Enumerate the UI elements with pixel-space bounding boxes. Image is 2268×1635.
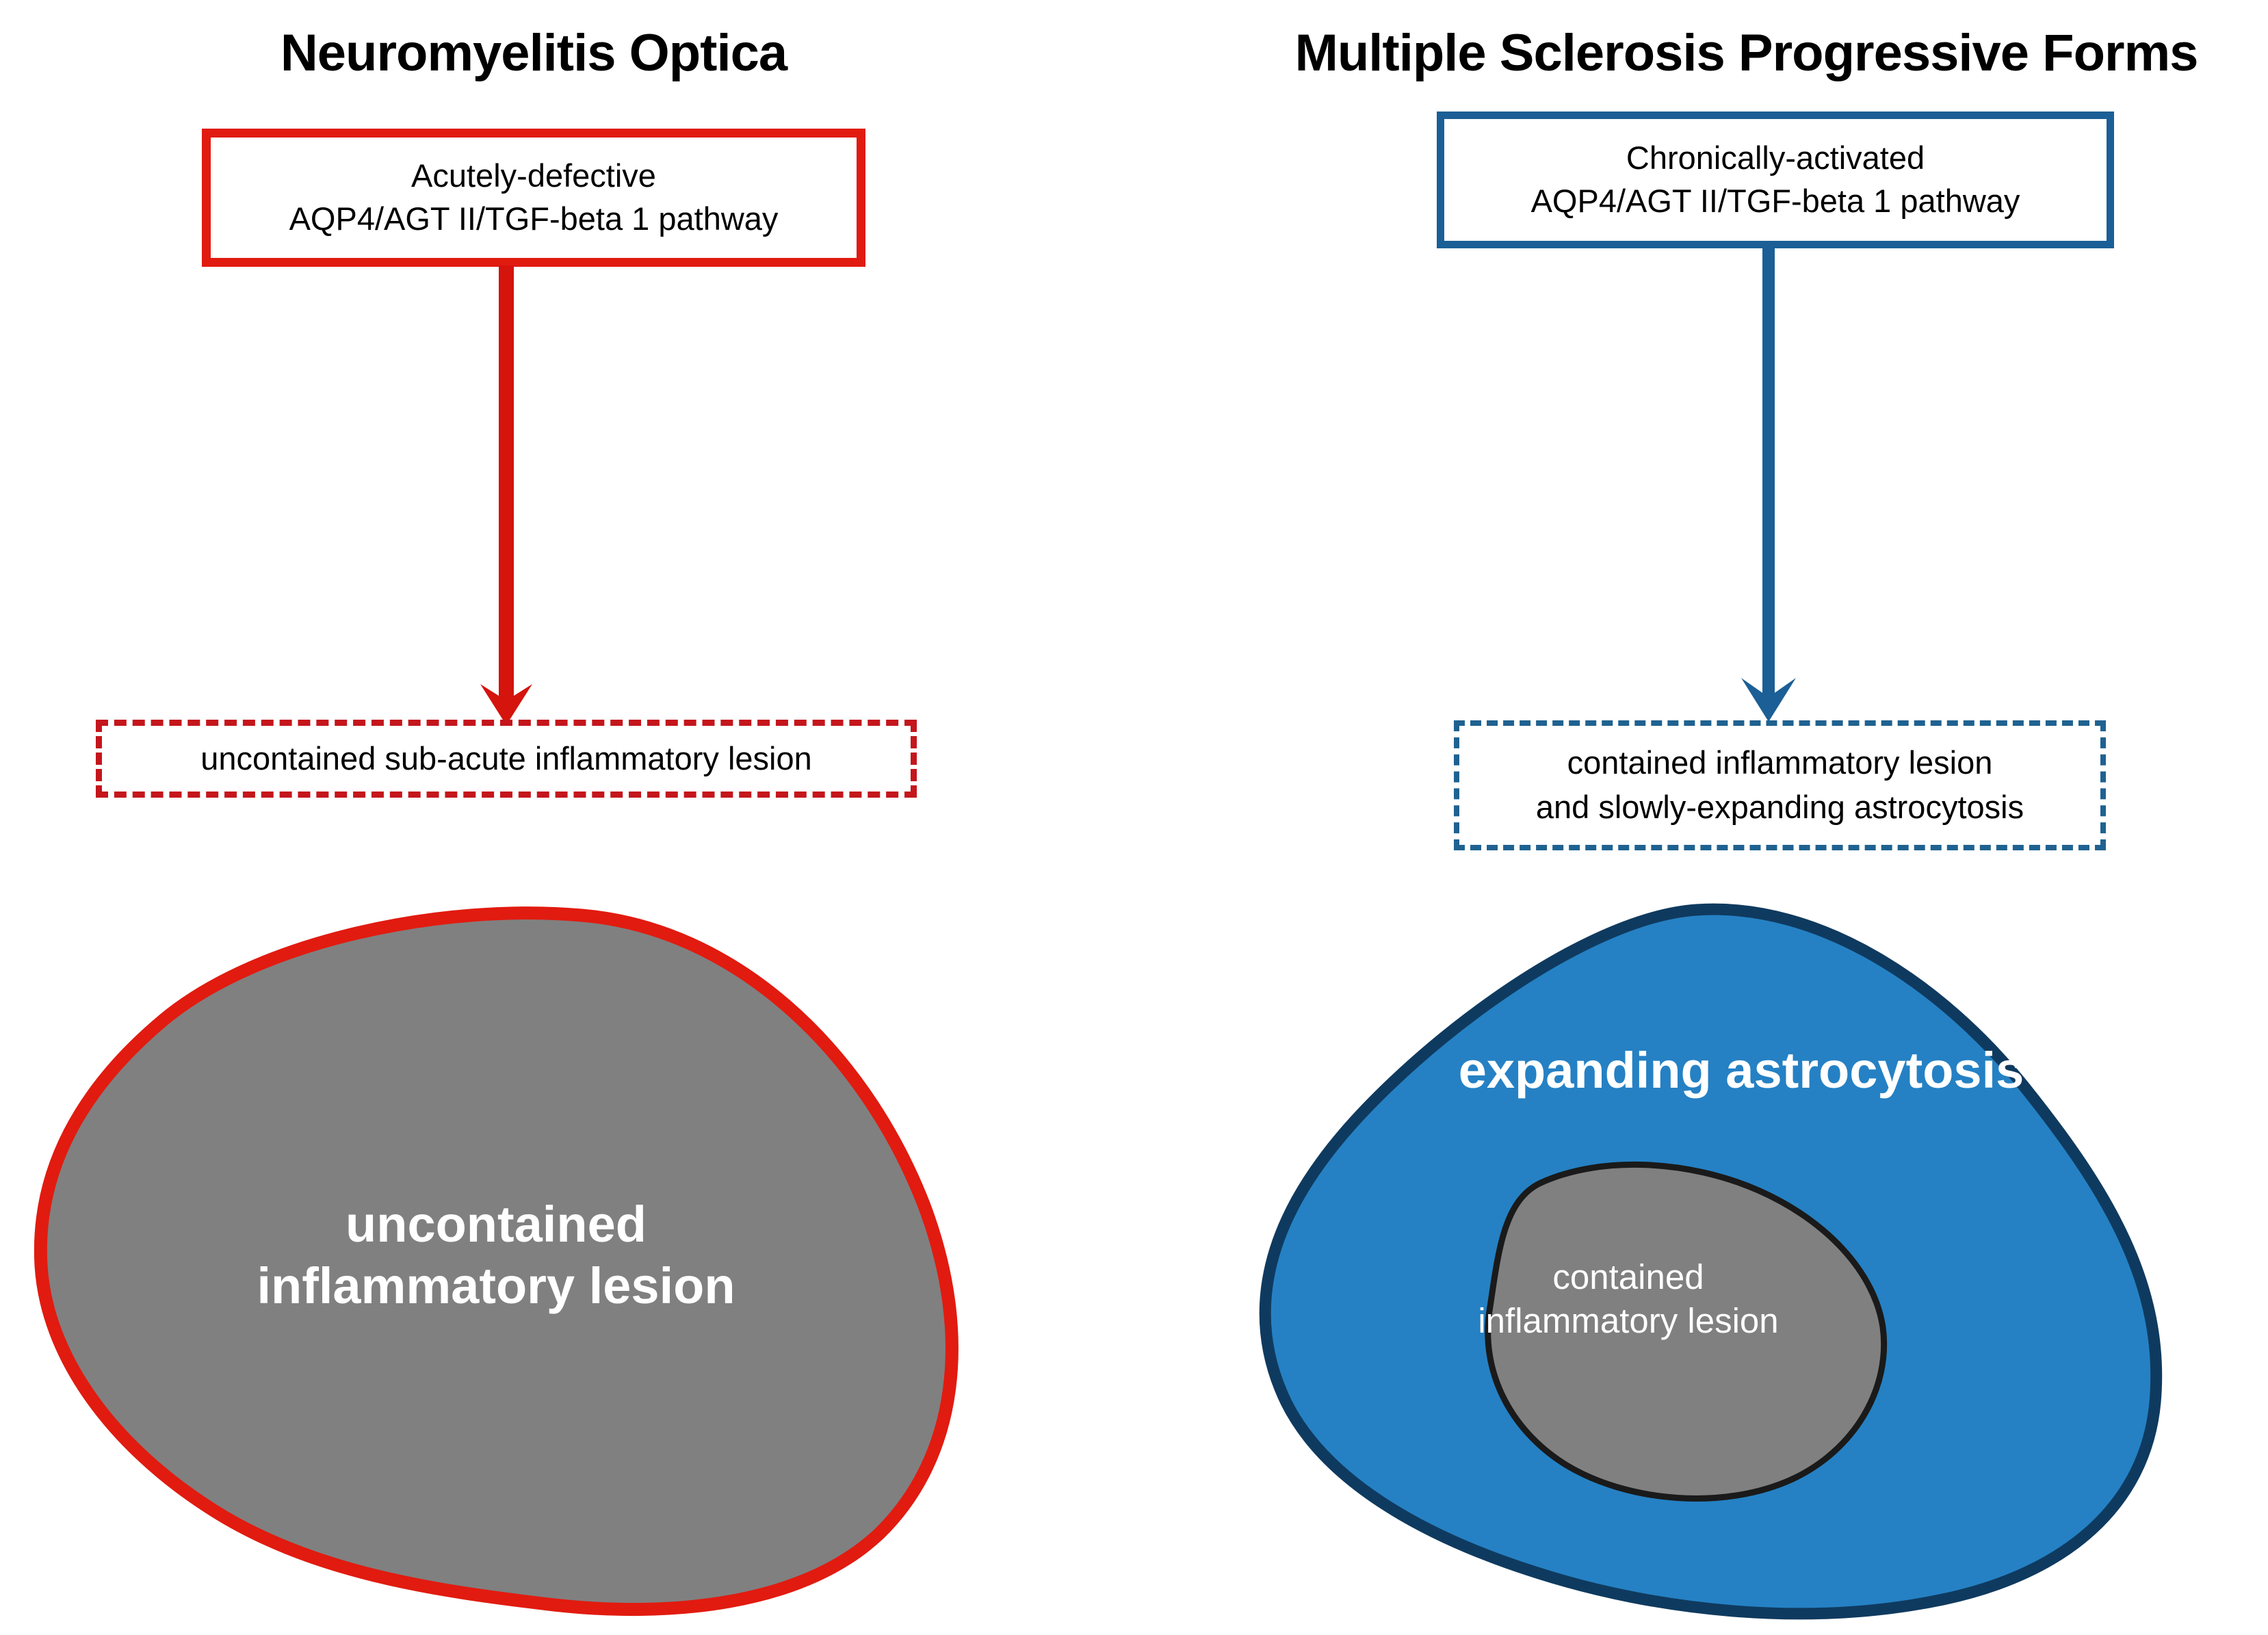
dashed-caption-ms-line2: and slowly-expanding astrocytosis [1535, 789, 2024, 825]
blob-uncontained-inflammatory-lesion [34, 906, 959, 1617]
panel-title-multiple-sclerosis-progressive-forms: Multiple Sclerosis Progressive Forms [1294, 24, 2199, 82]
pathway-box-ms-line1: Chronically-activated [1626, 140, 1925, 176]
pathway-box-ms-line2: AQP4/AGT II/TGF-beta 1 pathway [1530, 183, 2020, 219]
arrow-down-ms [1741, 248, 1796, 722]
pathway-box-ms: Chronically-activated AQP4/AGT II/TGF-be… [1437, 112, 2114, 248]
panel-title-neuromyelitis-optica: Neuromyelitis Optica [280, 24, 787, 82]
blob-expanding-astrocytosis [1259, 903, 2163, 1620]
inner-blob-contained-lesion [1485, 1161, 1888, 1502]
dashed-caption-box-nmo: uncontained sub-acute inflammatory lesio… [96, 720, 917, 798]
dashed-caption-box-ms: contained inflammatory lesion and slowly… [1454, 720, 2106, 850]
dashed-caption-ms-line1: contained inflammatory lesion [1567, 744, 1993, 781]
pathway-box-nmo-line2: AQP4/AGT II/TGF-beta 1 pathway [289, 200, 779, 237]
pathway-box-nmo: Acutely-defective AQP4/AGT II/TGF-beta 1… [202, 129, 865, 267]
arrow-down-nmo [480, 265, 532, 725]
dashed-caption-nmo-line1: uncontained sub-acute inflammatory lesio… [200, 740, 812, 776]
pathway-box-nmo-line1: Acutely-defective [411, 157, 656, 194]
